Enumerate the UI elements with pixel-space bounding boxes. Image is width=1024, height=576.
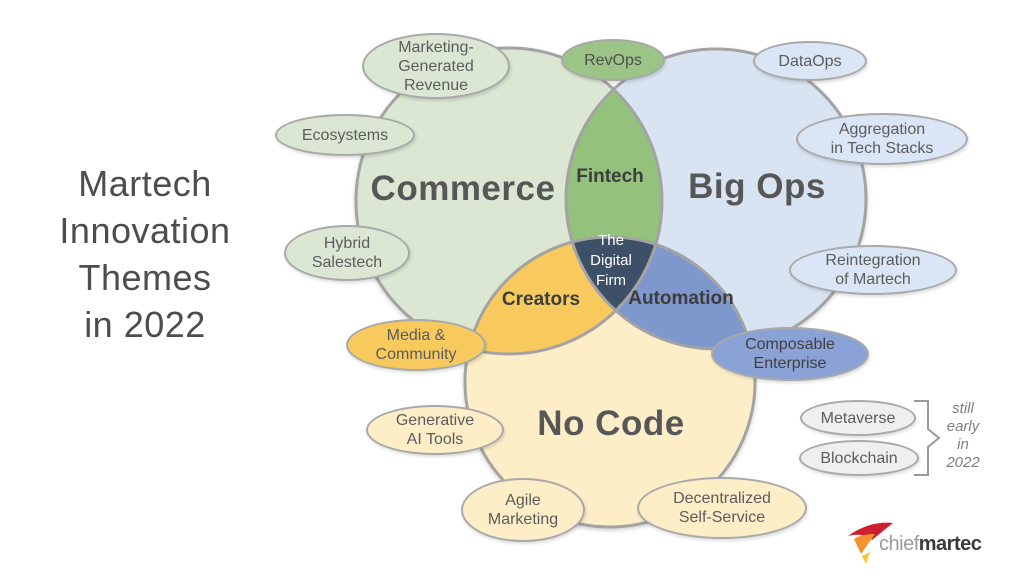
bubble-dataops: DataOps	[753, 41, 867, 81]
creators-lens	[465, 237, 662, 354]
bubble-ecosystems: Ecosystems	[275, 114, 415, 156]
bubble-marketing-generated-revenue: Marketing- Generated Revenue	[362, 33, 510, 99]
bubble-blockchain: Blockchain	[799, 440, 919, 476]
bubble-label: RevOps	[584, 51, 642, 69]
bubble-aggregation-in-tech-stacks: Aggregation in Tech Stacks	[796, 113, 968, 165]
automation-lens	[566, 237, 755, 349]
commerce-label: Commerce	[370, 169, 556, 208]
bubble-label: Ecosystems	[301, 126, 389, 144]
bubble-label: Decentralized Self-Service	[673, 490, 771, 526]
bubble-composable-enterprise: Composable Enterprise	[711, 327, 869, 381]
chiefmartec-logo-text: chiefmartec	[879, 533, 982, 555]
bubble-reintegration-of-martech: Reintegration of Martech	[789, 245, 957, 295]
bubble-label: Aggregation in Tech Stacks	[830, 121, 934, 157]
logo-red-swoosh	[848, 522, 893, 540]
bubble-label: DataOps	[778, 52, 842, 70]
bubble-label: Generative AI Tools	[395, 412, 475, 448]
bubble-media-community: Media & Community	[346, 319, 486, 371]
fintech-label: Fintech	[576, 166, 644, 187]
page-title: Martech Innovation Themes in 2022	[59, 163, 231, 345]
chiefmartec-logo-icon	[848, 522, 893, 564]
still-early-annotation: still early in 2022	[946, 400, 980, 471]
nocode-circle-outline	[463, 235, 757, 529]
bubble-label: Composable Enterprise	[745, 336, 835, 372]
commerce-circle-outline	[354, 46, 664, 356]
bigops-label: Big Ops	[688, 167, 826, 206]
bubble-generative-ai-tools: Generative AI Tools	[366, 405, 504, 455]
bubble-label: Marketing- Generated Revenue	[398, 38, 474, 94]
bubble-label: Reintegration of Martech	[825, 252, 921, 288]
bubble-hybrid-salestech: Hybrid Salestech	[284, 225, 410, 281]
automation-label: Automation	[628, 288, 734, 309]
logo-orange-triangle	[854, 534, 875, 554]
bubble-label: Hybrid Salestech	[311, 235, 383, 271]
bubble-revops: RevOps	[561, 39, 665, 81]
bubble-label: Blockchain	[820, 449, 898, 467]
nocode-label: No Code	[537, 404, 685, 443]
bubble-label: Media & Community	[375, 327, 457, 363]
digital-firm-label: The Digital Firm	[590, 232, 632, 289]
logo-text-martec: martec	[918, 533, 982, 555]
bubble-label: Agile Marketing	[487, 492, 559, 528]
bubble-agile-marketing: Agile Marketing	[461, 478, 585, 542]
logo-text-chief: chief	[879, 533, 919, 555]
creators-label: Creators	[501, 289, 581, 310]
bubble-label: Metaverse	[820, 409, 896, 427]
early-bracket	[914, 400, 941, 476]
bubble-metaverse: Metaverse	[800, 400, 916, 436]
bubble-decentralized-self-service: Decentralized Self-Service	[637, 477, 807, 539]
logo-yellow-triangle	[862, 552, 870, 564]
